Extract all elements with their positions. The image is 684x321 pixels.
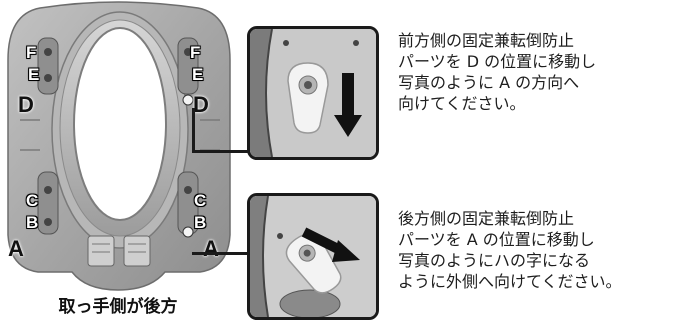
front-part-drawing: [250, 29, 376, 157]
leader-line-rear: [192, 252, 250, 255]
seat-caption: 取っ手側が後方: [58, 297, 178, 317]
rear-part-photo: [247, 193, 379, 320]
seat-letter-rear-right-b: B: [194, 213, 207, 232]
seat-letter-front-left-f: F: [26, 43, 37, 62]
front-instruction-line: パーツを D の位置に移動し: [398, 52, 597, 71]
seat-letter-front-left-e: E: [28, 65, 40, 84]
potty-seat-illustration: F E D F E D C B A C B A: [0, 0, 240, 300]
seat-letter-rear-left-c: C: [26, 191, 39, 210]
rear-instruction-line: ように外側へ向けてください。: [398, 272, 622, 291]
front-instruction-line: 前方側の固定兼転倒防止: [398, 31, 575, 50]
leader-line-front-vertical: [192, 108, 195, 153]
seat-letter-front-right-e: E: [192, 65, 204, 84]
seat-letter-front-right-f: F: [190, 43, 201, 62]
rear-instruction-line: パーツを A の位置に移動し: [398, 230, 595, 249]
front-part-instruction: 前方側の固定兼転倒防止 パーツを D の位置に移動し 写真のように A の方向へ…: [398, 30, 684, 114]
front-instruction-line: 写真のように A の方向へ: [398, 73, 580, 92]
rear-part-instruction: 後方側の固定兼転倒防止 パーツを A の位置に移動し 写真のようにハの字になる …: [398, 208, 684, 292]
rear-instruction-line: 後方側の固定兼転倒防止: [398, 209, 575, 228]
leader-line-front: [192, 150, 250, 153]
seat-letter-rear-right-a: A: [203, 236, 219, 261]
rear-part-drawing: [250, 196, 376, 317]
front-part-photo: [247, 26, 379, 160]
potty-seat-drawing: [7, 1, 231, 291]
seat-letter-front-left-d: D: [18, 92, 34, 117]
rear-instruction-line: 写真のようにハの字になる: [398, 251, 591, 270]
seat-letter-rear-left-b: B: [26, 213, 39, 232]
front-instruction-line: 向けてください。: [398, 94, 526, 113]
seat-letter-front-right-d: D: [193, 92, 209, 117]
seat-letter-rear-left-a: A: [8, 236, 24, 261]
seat-letter-rear-right-c: C: [194, 191, 207, 210]
